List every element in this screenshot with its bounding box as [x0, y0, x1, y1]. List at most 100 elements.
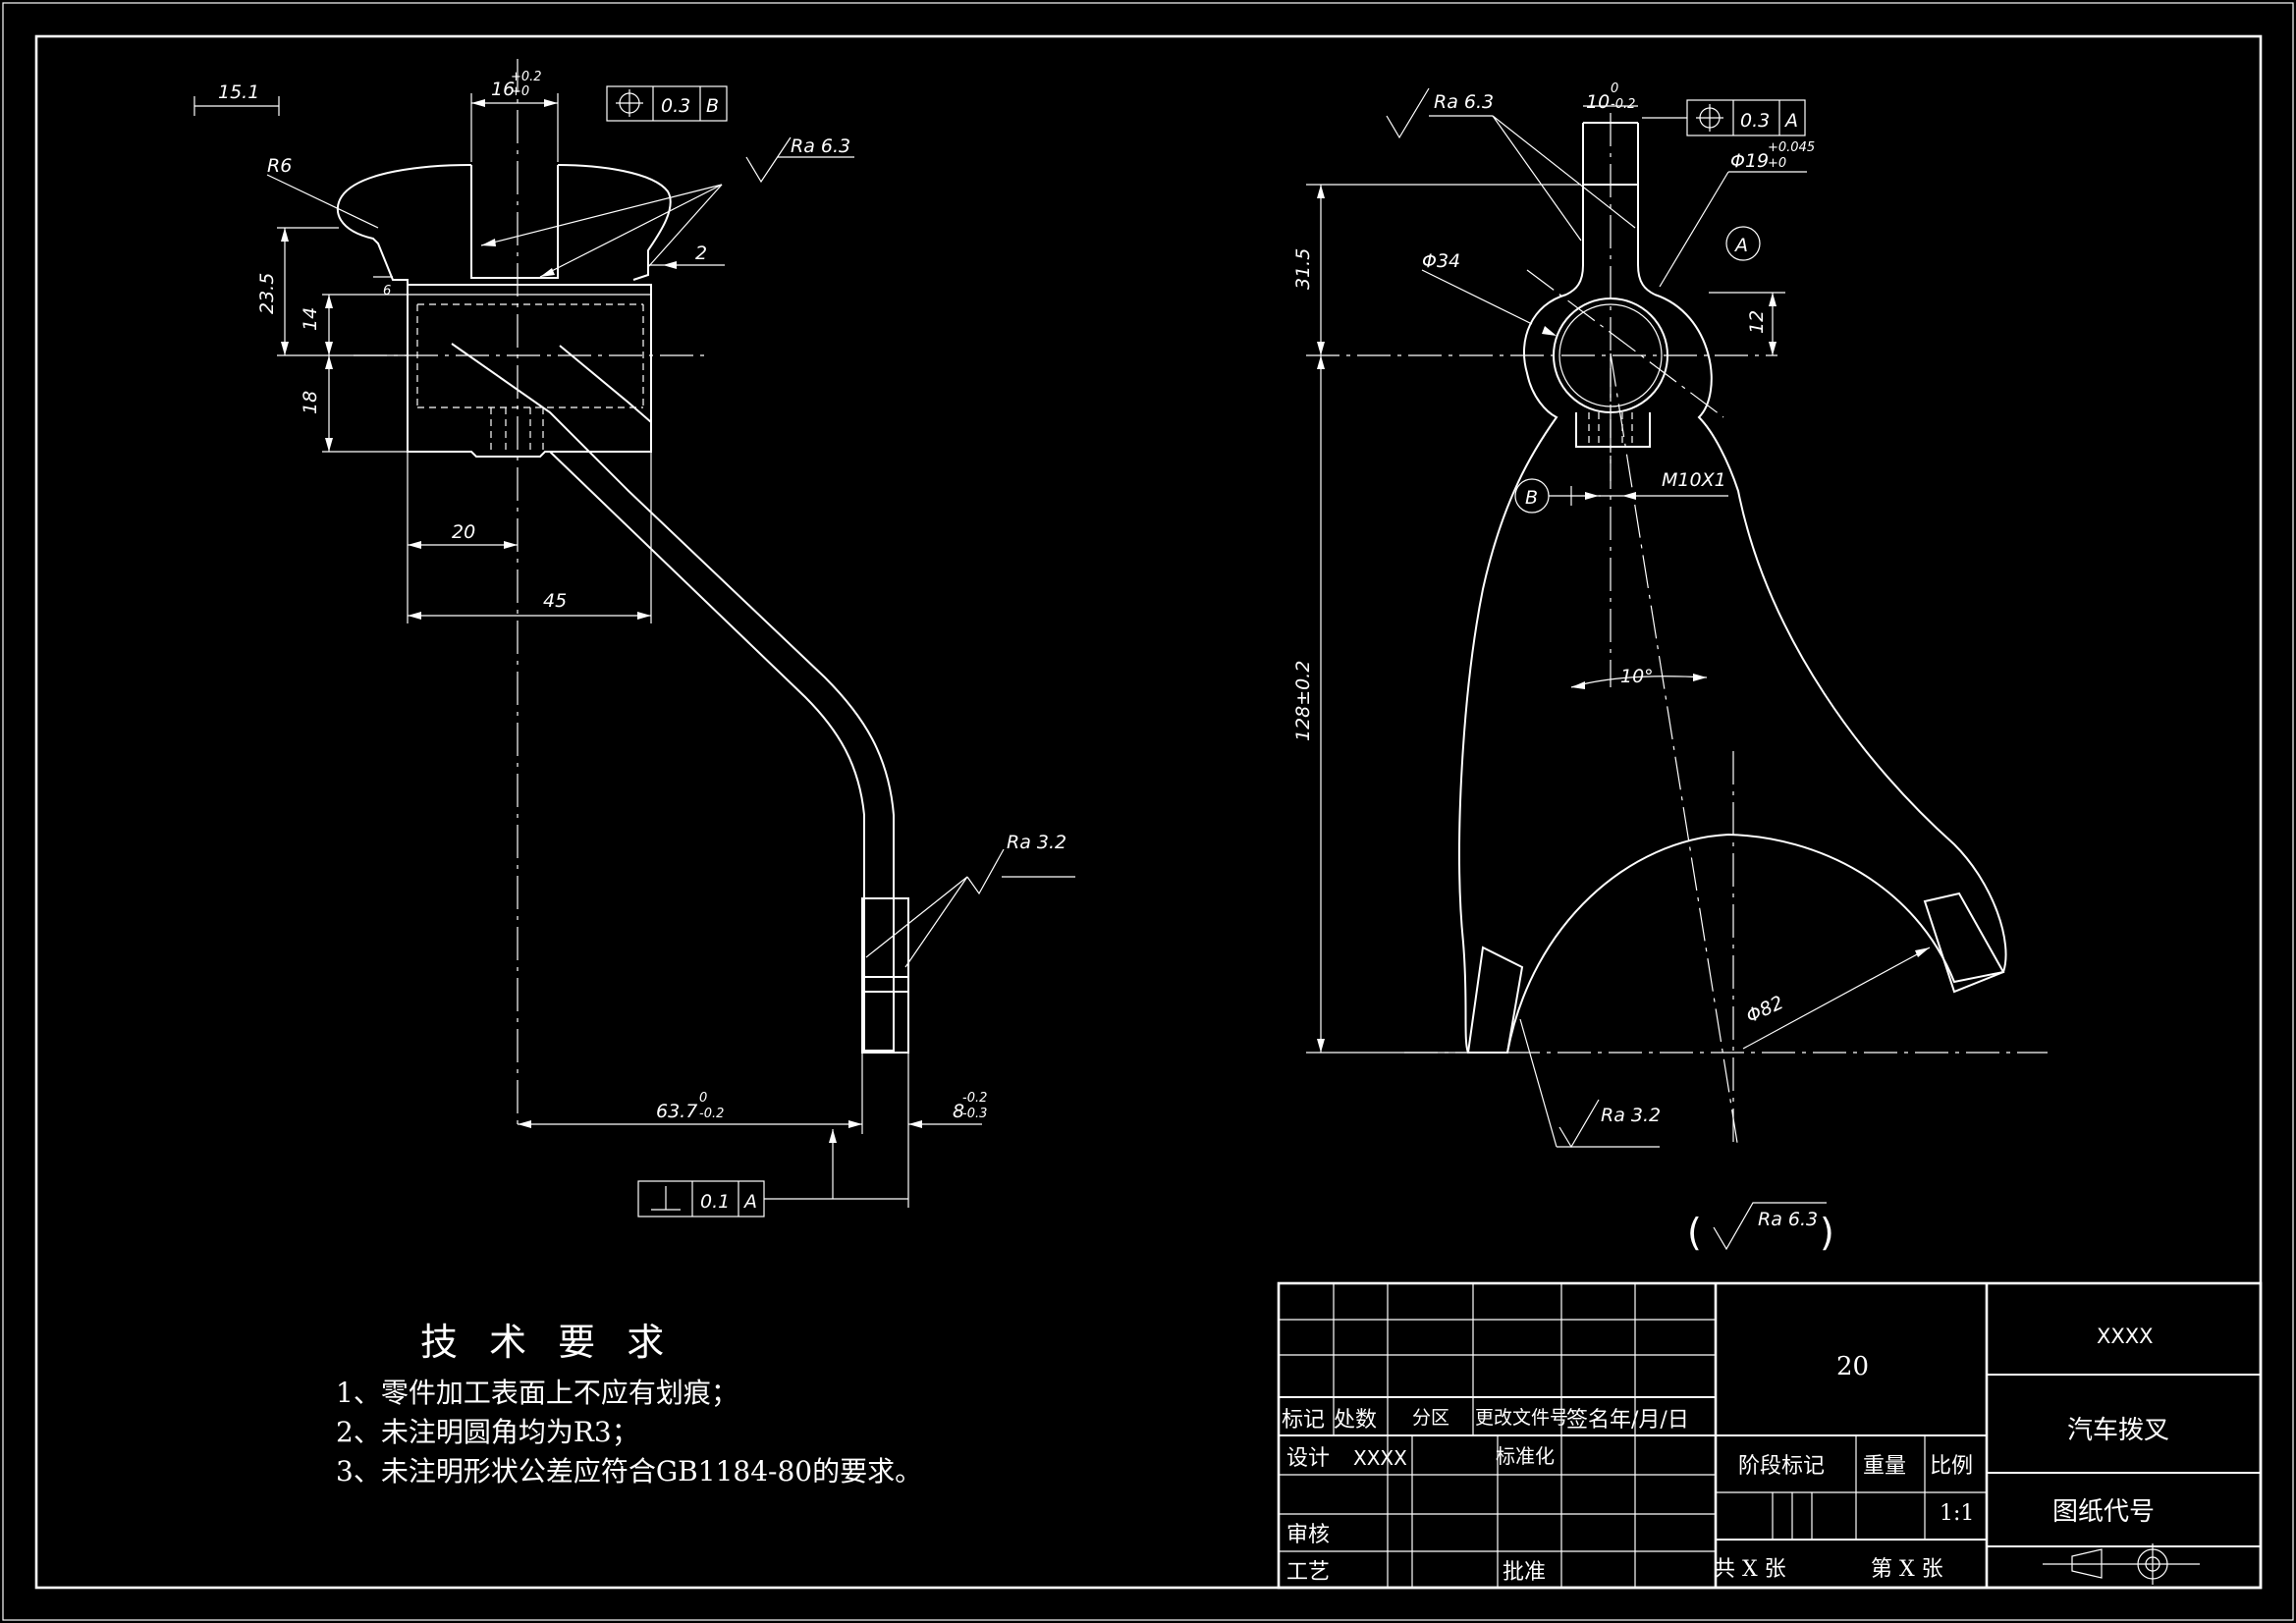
dim-16: 16: [491, 79, 515, 100]
dim-angle-10: 10°: [1620, 666, 1654, 687]
svg-text:B: B: [1525, 487, 1538, 509]
title-block: 标记 处数 分区 更改文件号 签名年/月/日 设计 XXXX 标准化 审核 工艺…: [1277, 1281, 2263, 1590]
left-head-wing: [336, 164, 472, 285]
tolerance-frame-perpendicularity-A: 0.1 A: [637, 1129, 908, 1217]
svg-text:0.3: 0.3: [1740, 110, 1770, 132]
svg-text:A: A: [742, 1191, 757, 1213]
svg-text:Ra 6.3: Ra 6.3: [1434, 91, 1494, 113]
svg-text:+0: +0: [1768, 156, 1786, 171]
svg-text:A: A: [1783, 110, 1798, 132]
dim-23-5: 23.5: [256, 273, 278, 314]
hdr-sign-date: 签名年/月/日: [1566, 1408, 1689, 1433]
svg-text:Ra 6.3: Ra 6.3: [791, 135, 850, 157]
svg-text:A: A: [1733, 235, 1748, 256]
sheet-number: 第 X 张: [1871, 1557, 1943, 1582]
company: XXXX: [2097, 1325, 2154, 1348]
roughness-ra-3-2-left: Ra 3.2: [865, 832, 1075, 968]
dim-14: 14: [300, 307, 321, 331]
svg-text:-0.2: -0.2: [962, 1091, 987, 1106]
dim-15-1: 15.1: [218, 81, 259, 103]
dim-phi19: Φ19: [1730, 150, 1769, 172]
notes-heading: 技 术 要 求: [420, 1321, 674, 1364]
part-name: 汽车拨叉: [2067, 1416, 2169, 1445]
hdr-count: 处数: [1334, 1408, 1377, 1433]
drawing-no-label: 图纸代号: [2052, 1497, 2155, 1527]
svg-text:0: 0: [1611, 81, 1618, 96]
note-1: 1、零件加工表面上不应有划痕；: [336, 1377, 738, 1409]
roughness-general: ( Ra 6.3 ): [1687, 1202, 1834, 1254]
slot: [470, 165, 559, 279]
right-view: Ra 6.3 10 0 -0.2 0.3 A Φ19 +0.045 +0 A: [1292, 81, 2048, 1254]
inclined-centerline: [1610, 352, 1739, 1150]
projection-symbol-icon: [2043, 1543, 2200, 1585]
svg-text:(: (: [1687, 1211, 1702, 1254]
left-view: 15.1 16 +0.2 +0 0.3 B Ra 6.3: [193, 59, 1075, 1217]
svg-text:+0: +0: [511, 84, 529, 99]
dim-45: 45: [543, 590, 567, 612]
roughness-ra-6-3-right: Ra 6.3: [1386, 87, 1636, 242]
tolerance-frame-position-A: 0.3 A: [1642, 99, 1806, 136]
dim-128: 128±0.2: [1292, 661, 1314, 741]
scale-label: 比例: [1930, 1454, 1973, 1479]
design-label: 设计: [1286, 1446, 1330, 1471]
dim-12: 12: [1746, 310, 1768, 334]
dim-6: 6: [383, 284, 391, 298]
dim-2: 2: [695, 243, 707, 264]
svg-text:-0.2: -0.2: [699, 1107, 724, 1121]
pin: [1565, 185, 1656, 296]
svg-text:): ): [1820, 1211, 1834, 1254]
foot: [861, 897, 909, 1054]
svg-text:Ra 3.2: Ra 3.2: [1601, 1105, 1661, 1126]
dim-phi82: Φ82: [1743, 992, 1787, 1027]
process-label: 工艺: [1286, 1560, 1330, 1585]
dim-18: 18: [300, 391, 321, 414]
dim-20: 20: [452, 521, 475, 543]
svg-text:Ra 6.3: Ra 6.3: [1758, 1209, 1818, 1230]
tolerance-frame-position-B: 0.3 B: [606, 85, 728, 122]
stage-label: 阶段标记: [1738, 1454, 1825, 1479]
hdr-zone: 分区: [1412, 1407, 1449, 1429]
review-label: 审核: [1286, 1523, 1330, 1547]
svg-text:0: 0: [699, 1091, 707, 1106]
roughness-ra-3-2-right: Ra 3.2: [1519, 1018, 1661, 1149]
sheets-total: 共 X 张: [1714, 1557, 1786, 1582]
note-3: 3、未注明形状公差应符合GB1184-80的要求。: [336, 1455, 922, 1488]
scale-value: 1:1: [1940, 1501, 1974, 1526]
bore-inner: [1558, 303, 1663, 407]
technical-requirements: 技 术 要 求 1、零件加工表面上不应有划痕； 2、未注明圆角均为R3； 3、未…: [336, 1321, 922, 1488]
left-fork-pad: [1466, 946, 1524, 1054]
svg-text:0.1: 0.1: [700, 1191, 730, 1213]
note-2: 2、未注明圆角均为R3；: [336, 1416, 639, 1448]
body-block: [407, 284, 652, 458]
bore-outer: [1553, 298, 1668, 413]
svg-text:-0.3: -0.3: [962, 1107, 987, 1121]
dim-31-5: 31.5: [1292, 248, 1314, 290]
designer-name: XXXX: [1353, 1446, 1407, 1470]
dim-10: 10: [1586, 91, 1610, 113]
right-fork-pad: [1923, 892, 2005, 994]
svg-text:0.3: 0.3: [661, 95, 690, 117]
hdr-change-doc: 更改文件号: [1475, 1407, 1568, 1429]
dim-r6: R6: [267, 155, 292, 177]
svg-text:-0.2: -0.2: [1611, 97, 1635, 112]
datum-a-bubble: [1725, 226, 1761, 261]
material: 20: [1836, 1352, 1869, 1381]
fork-body: [1458, 294, 2007, 1054]
dim-m10x1: M10X1: [1662, 469, 1726, 491]
right-head-wing: [557, 164, 672, 281]
arm: [451, 343, 895, 1052]
svg-text:+0.2: +0.2: [511, 70, 542, 84]
svg-text:B: B: [706, 95, 719, 117]
approve-label: 批准: [1503, 1560, 1546, 1585]
roughness-ra-6-3-left: Ra 6.3: [480, 135, 854, 278]
weight-label: 重量: [1863, 1454, 1906, 1479]
svg-text:Ra 3.2: Ra 3.2: [1007, 832, 1066, 853]
dim-phi34: Φ34: [1422, 250, 1460, 272]
dim-63-7: 63.7: [656, 1101, 697, 1122]
dim-8: 8: [953, 1101, 964, 1122]
svg-text:+0.045: +0.045: [1768, 140, 1815, 155]
hdr-mark: 标记: [1282, 1408, 1325, 1433]
standard-label: 标准化: [1496, 1444, 1555, 1468]
